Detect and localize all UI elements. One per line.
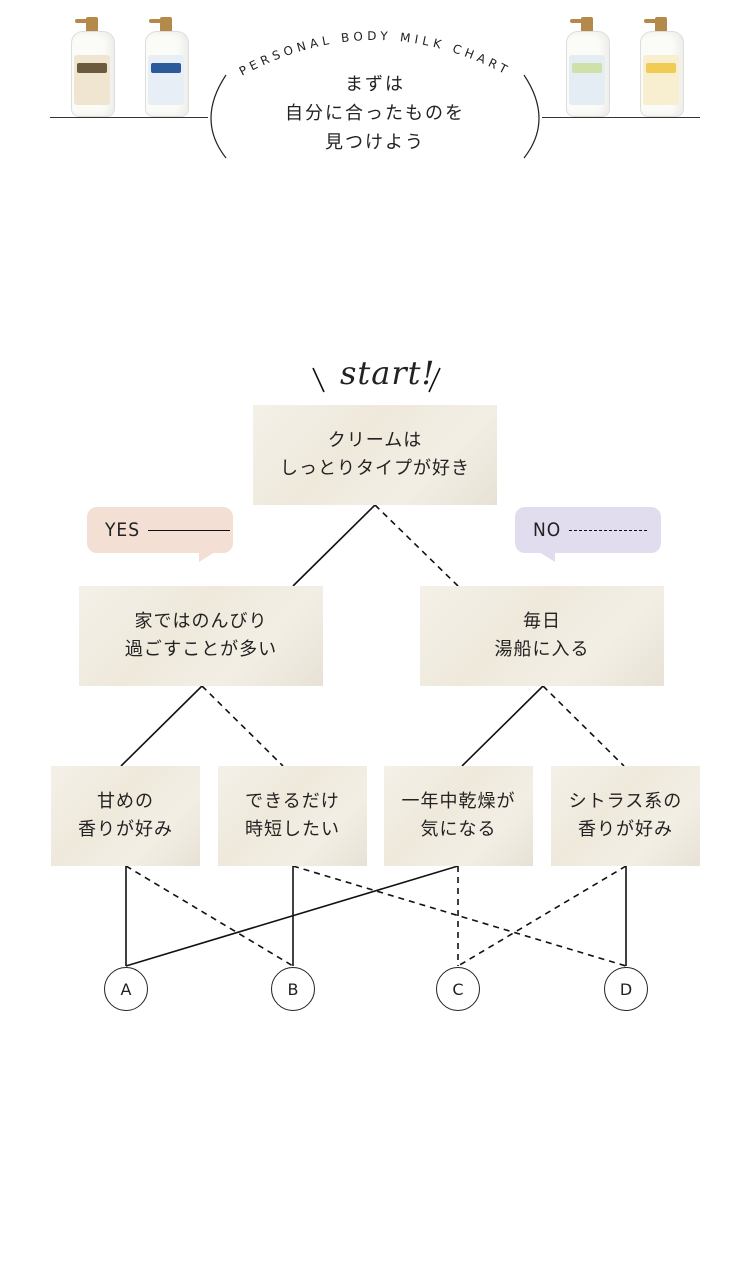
- yes-bubble-tail: [199, 552, 215, 562]
- question-line: 時短したい: [245, 819, 340, 840]
- right-bracket: [523, 74, 540, 159]
- question-sweet-scent: 甘めの 香りが好み: [51, 766, 200, 866]
- question-line: 気になる: [420, 819, 497, 840]
- question-line: 香りが好み: [78, 819, 173, 840]
- dashed-line-sample: [569, 529, 648, 531]
- start-slash-left: [312, 367, 325, 393]
- no-label: NO: [533, 519, 562, 541]
- question-citrus-scent: シトラス系の 香りが好み: [551, 766, 700, 866]
- no-bubble: NO: [515, 507, 661, 562]
- question-daily-bath: 毎日 湯船に入る: [420, 586, 664, 686]
- question-line: 甘めの: [97, 791, 154, 812]
- solid-line-sample: [148, 529, 231, 531]
- line-no-l2-right: [542, 685, 625, 767]
- shelf-line-left: [50, 117, 208, 118]
- intro-text: まずは 自分に合ったものを 見つけよう: [250, 70, 500, 157]
- question-line: しっとりタイプが好き: [280, 458, 470, 479]
- title-arc: PERSONAL BODY MILK CHART: [210, 29, 540, 159]
- line-yes-l2-left: [120, 685, 203, 767]
- line-yes-l2-right: [461, 685, 544, 767]
- line-yes-root: [292, 504, 376, 587]
- question-save-time: できるだけ 時短したい: [218, 766, 367, 866]
- question-root: クリームは しっとりタイプが好き: [253, 405, 497, 505]
- line-q4-no: [457, 865, 627, 967]
- bottle-icon: [145, 17, 189, 117]
- result-a[interactable]: A: [104, 967, 148, 1011]
- yes-bubble: YES: [87, 507, 233, 562]
- question-line: できるだけ: [245, 791, 340, 812]
- shelf-line-right: [542, 117, 700, 118]
- question-line: 香りが好み: [577, 819, 673, 840]
- question-line: 家ではのんびり: [134, 611, 268, 632]
- result-b[interactable]: B: [271, 967, 315, 1011]
- line-no-root: [374, 504, 459, 587]
- question-line: 毎日: [523, 611, 561, 632]
- bottle-icon: [566, 17, 610, 117]
- yes-label: YES: [105, 519, 141, 541]
- no-bubble-tail: [539, 552, 555, 562]
- intro-line: 自分に合ったものを: [285, 103, 465, 124]
- start-slash-right: [428, 367, 441, 393]
- question-line: 過ごすことが多い: [124, 639, 278, 660]
- intro-line: 見つけよう: [325, 132, 425, 153]
- start-label: start!: [340, 354, 436, 392]
- bottle-icon: [640, 17, 684, 117]
- question-line: 一年中乾燥が: [401, 791, 516, 812]
- intro-line: まずは: [345, 74, 405, 95]
- line-no-l2-left: [201, 685, 284, 767]
- line-q3-yes: [125, 865, 459, 967]
- result-c[interactable]: C: [436, 967, 480, 1011]
- bottle-icon: [71, 17, 115, 117]
- question-dryness: 一年中乾燥が 気になる: [384, 766, 533, 866]
- question-line: クリームは: [327, 430, 423, 451]
- line-q1-no: [125, 865, 294, 967]
- line-q2-no: [292, 865, 627, 967]
- question-line: シトラス系の: [568, 791, 683, 812]
- question-line: 湯船に入る: [494, 639, 590, 660]
- result-d[interactable]: D: [604, 967, 648, 1011]
- left-bracket: [210, 74, 227, 159]
- question-home-relax: 家ではのんびり 過ごすことが多い: [79, 586, 323, 686]
